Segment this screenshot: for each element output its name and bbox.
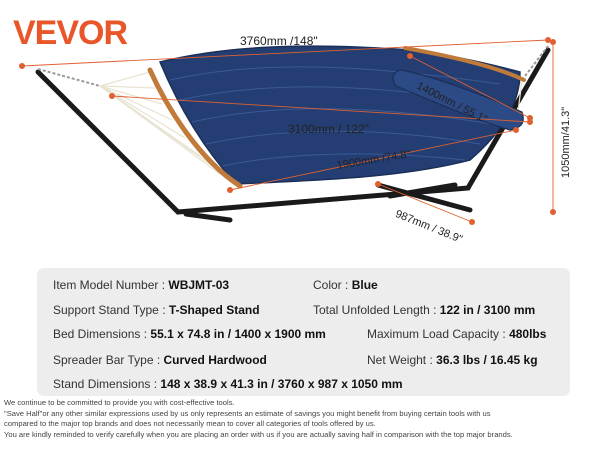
spec-net-weight: Net Weight : 36.3 lbs / 16.45 kg (367, 353, 538, 367)
right-spreader-bar (403, 46, 526, 82)
left-spreader-bar (147, 67, 243, 189)
dimension-endpoints (19, 37, 556, 225)
disclaimer-line: You are kindly reminded to verify carefu… (4, 429, 513, 439)
disclaimer-line: We continue to be committed to provide y… (4, 398, 235, 407)
hammock-illustration (19, 37, 556, 225)
spec-max-load-label: Maximum Load Capacity : (367, 327, 510, 341)
spec-color: Color : Blue (313, 278, 378, 292)
dimension-height: 1050mm/41.3" (560, 106, 572, 178)
spec-bed-dimensions: Bed Dimensions : 55.1 x 74.8 in / 1400 x… (53, 327, 326, 341)
spec-support-stand-label: Support Stand Type : (53, 303, 169, 317)
spec-support-stand: Support Stand Type : T-Shaped Stand (53, 303, 260, 317)
disclaimer-line: compared to the major top brands and doe… (4, 419, 376, 428)
spec-spreader-bar-label: Spreader Bar Type : (53, 353, 164, 367)
spec-support-stand-value: T-Shaped Stand (168, 303, 260, 317)
spec-max-load: Maximum Load Capacity : 480lbs (367, 327, 546, 341)
disclaimer: We continue to be committed to provide y… (4, 398, 596, 440)
spec-total-length: Total Unfolded Length : 122 in / 3100 mm (313, 303, 535, 317)
dimension-lines (21, 39, 554, 223)
spec-bed-dimensions-label: Bed Dimensions : (53, 327, 151, 341)
dimension-overall-length: 3760mm /148" (240, 34, 318, 48)
spec-net-weight-label: Net Weight : (367, 353, 437, 367)
spec-item-model: Item Model Number : WBJMT-03 (53, 278, 229, 292)
left-chain (37, 68, 101, 87)
spec-item-model-value: WBJMT-03 (168, 278, 230, 292)
spec-panel: Item Model Number : WBJMT-03 Color : Blu… (37, 268, 570, 396)
spec-spreader-bar: Spreader Bar Type : Curved Hardwood (53, 353, 267, 367)
spec-total-length-label: Total Unfolded Length : (313, 303, 440, 317)
right-chain (521, 45, 549, 81)
spec-stand-dimensions: Stand Dimensions : 148 x 38.9 x 41.3 in … (53, 377, 403, 391)
spec-stand-dimensions-value: 148 x 38.9 x 41.3 in / 3760 x 987 x 1050… (160, 377, 403, 391)
spec-item-model-label: Item Model Number : (53, 278, 169, 292)
dimension-spreader-length: 3100mm / 122" (288, 122, 369, 136)
spec-spreader-bar-value: Curved Hardwood (163, 353, 267, 367)
spec-max-load-value: 480lbs (509, 327, 547, 341)
spec-total-length-value: 122 in / 3100 mm (439, 303, 536, 317)
disclaimer-line: "Save Half"or any other similar expressi… (4, 408, 491, 418)
spec-net-weight-value: 36.3 lbs / 16.45 kg (436, 353, 538, 367)
spec-color-label: Color : (313, 278, 352, 292)
product-hero: VEVOR 3760mm /148" 1400mm / 55.1" 3100mm… (13, 14, 572, 246)
brand-logo: VEVOR (13, 14, 128, 52)
spec-bed-dimensions-value: 55.1 x 74.8 in / 1400 x 1900 mm (150, 327, 326, 341)
spec-color-value: Blue (351, 278, 378, 292)
pillow (392, 69, 524, 131)
spec-stand-dimensions-label: Stand Dimensions : (53, 377, 161, 391)
